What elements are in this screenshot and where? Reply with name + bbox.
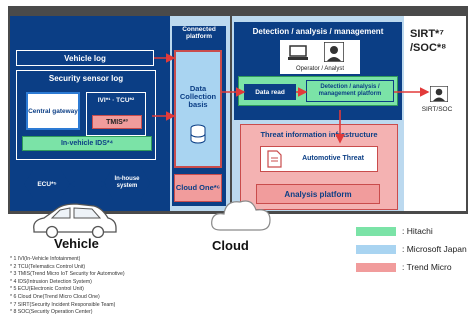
legend-label: : Hitachi [402,226,433,236]
footnote-item: * 8 SOC(Security Operation Center) [10,309,93,316]
legend-swatch [356,244,396,254]
legend: : Hitachi : Microsoft Japan : Trend Micr… [356,222,472,286]
tmis-box: TMIS*³ [92,115,142,129]
connected-platform-title: Connected platform [182,26,216,40]
data-collection-label: Data Collection basis [179,83,217,110]
footnote-item: * 3 TMIS(Trend Micro IoT Security for Au… [10,271,125,278]
analyst-person-icon [324,42,344,62]
security-sensor-title: Security sensor log [48,73,124,83]
legend-label: : Trend Micro [402,262,452,272]
data-read-box: Data read [244,84,296,100]
legend-item: : Microsoft Japan [356,240,472,258]
in-house-system-hexagon: In-house system [104,166,150,200]
database-icon [190,124,206,144]
threat-document-icon [267,150,282,168]
car-icon [33,203,117,238]
footnote-item: * 5 ECU(Electronic Control Unit) [10,286,84,293]
footnote-item: * 1 IVI(In-Vehicle Infotainment) [10,256,81,262]
vehicle-log-label: Vehicle log [64,53,106,63]
central-gateway-box: Central gateway [26,92,80,130]
footnotes: * 1 IVI(In-Vehicle Infotainment) * 2 TCU… [10,256,210,317]
operator-computer-icon [288,45,308,60]
sirt-soc-title: SIRT*⁷ /SOC*⁸ [410,28,447,54]
legend-item: : Hitachi [356,222,472,240]
operator-analyst-label: Operator / Analyst [295,66,345,72]
cloud-icon [211,200,271,231]
legend-label: : Microsoft Japan [402,244,467,254]
ecu-connector-arrow [70,181,106,187]
footnote-item: * 4 IDS(Intrusion Detection System) [10,278,92,285]
vehicle-log-box: Vehicle log [16,50,154,66]
ecu-hexagon: ECU*⁵ [24,170,70,198]
sirt-soc-label: SIRT/SOC [421,105,453,113]
threat-info-title: Threat information infrastructure [260,129,378,139]
detection-platform-box: Detection / analysis / management platfo… [306,80,394,102]
ivi-tcu-label: IVI*¹ · TCU*² [97,96,135,104]
sirt-person-icon [430,86,448,102]
footnote-item: * 6 Cloud One(Trend Micro Cloud One) [10,293,100,300]
cloud-label: Cloud [212,238,249,253]
legend-swatch [356,226,396,236]
sirt-soc-panel [404,16,466,211]
legend-item: : Trend Micro [356,258,472,276]
footnote-item: * 7 SIRT(Security Incident Responsible T… [10,301,116,308]
footnote-item: * 2 TCU(Telematics Control Unit) [10,263,86,270]
detection-title: Detection / analysis / management [252,26,384,36]
legend-swatch [356,262,396,272]
analysis-platform-box: Analysis platform [256,184,380,204]
automotive-threat-label: Automotive Threat [302,155,364,163]
vehicle-label: Vehicle [54,236,99,251]
data-collection-box [174,50,222,168]
in-vehicle-ids-box: In-vehicle IDS*⁴ [22,136,152,151]
cloud-one-box: Cloud One*⁶ [174,174,222,202]
